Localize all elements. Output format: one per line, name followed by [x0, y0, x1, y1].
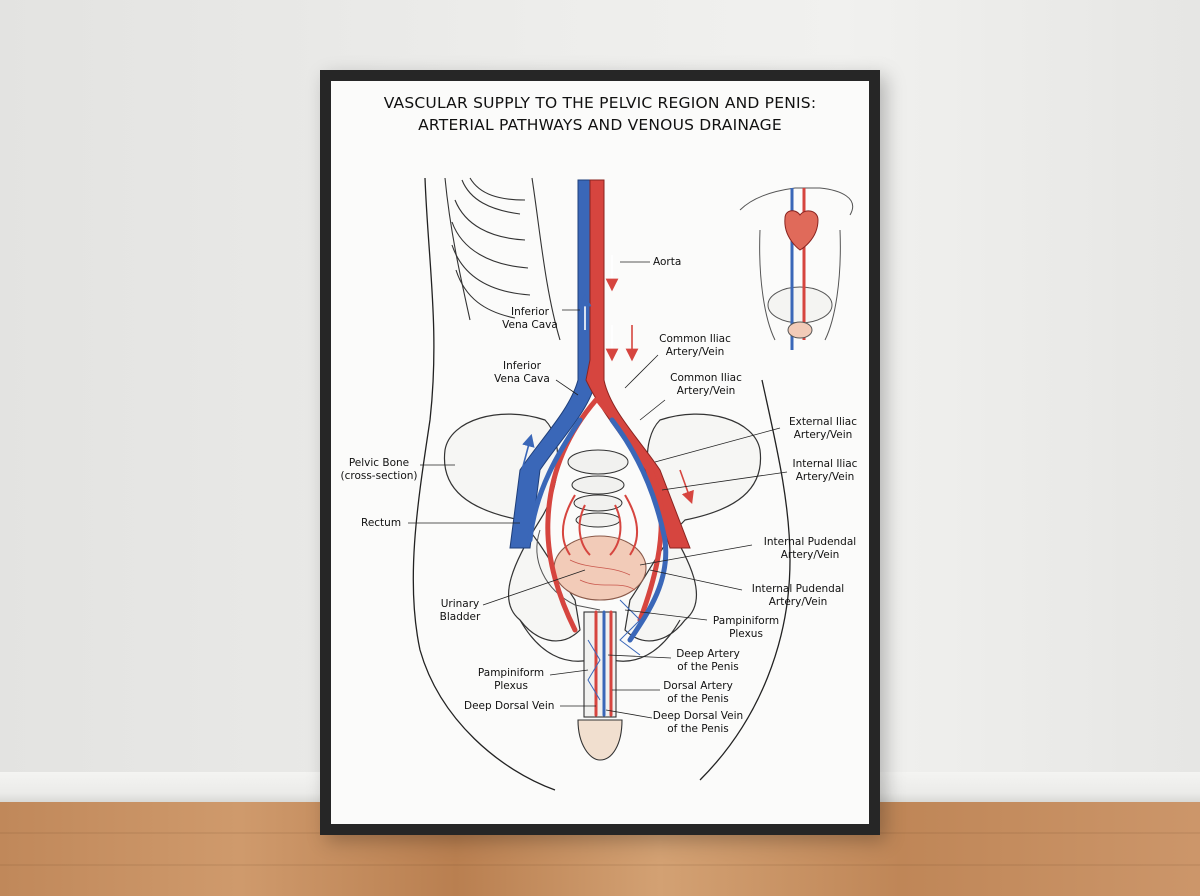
pampiniform-plexus-mesh — [587, 599, 641, 701]
pelvic-branches — [562, 494, 638, 556]
label-deep-artery: Deep Artery of the Penis — [676, 648, 740, 673]
label-external-iliac: External Iliac Artery/Vein — [788, 416, 858, 441]
label-common-iliac-lower: Common Iliac Artery/Vein — [670, 372, 742, 397]
label-pampiniform-plexus-left: Pampiniform Plexus — [477, 667, 545, 692]
torso-outline — [412, 177, 791, 791]
label-aorta: Aorta — [653, 256, 682, 268]
poster-title: VASCULAR SUPPLY TO THE PELVIC REGION AND… — [331, 92, 869, 136]
ribcage — [444, 177, 561, 341]
label-inferior-vena-cava-upper: Inferior Vena Cava — [502, 306, 558, 331]
label-pelvic-bone: Pelvic Bone (cross-section) — [340, 457, 418, 482]
label-deep-dorsal-vein: Deep Dorsal Vein — [464, 700, 555, 712]
label-rectum: Rectum — [361, 517, 402, 529]
spine — [567, 449, 629, 528]
iliac-vessels — [527, 397, 669, 643]
label-deep-dorsal-vein-penis: Deep Dorsal Vein of the Penis — [652, 710, 744, 735]
inferior-vena-cava-trunk — [509, 179, 597, 549]
bladder-vessels — [569, 559, 636, 591]
label-dorsal-artery: Dorsal Artery of the Penis — [663, 680, 733, 705]
label-internal-iliac: Internal Iliac Artery/Vein — [792, 458, 858, 483]
leader-lines — [408, 261, 788, 719]
flow-arrows — [521, 255, 694, 505]
label-internal-pudendal-upper: Internal Pudendal Artery/Vein — [763, 536, 857, 561]
label-internal-pudendal-lower: Internal Pudendal Artery/Vein — [751, 583, 845, 608]
label-pampiniform-plexus-right: Pampiniform Plexus — [712, 615, 780, 640]
rectum — [536, 529, 601, 611]
label-common-iliac-upper: Common Iliac Artery/Vein — [659, 333, 731, 358]
label-urinary-bladder: Urinary Bladder — [439, 598, 481, 623]
urinary-bladder-shape — [553, 535, 647, 601]
penile-vessels — [594, 610, 613, 717]
poster-title-line-2: ARTERIAL PATHWAYS AND VENOUS DRAINAGE — [418, 116, 782, 134]
inset-body-figure — [739, 187, 853, 350]
penis-shaft — [577, 611, 623, 761]
label-inferior-vena-cava-lower: Inferior Vena Cava — [494, 360, 550, 385]
poster-title-line-1: VASCULAR SUPPLY TO THE PELVIC REGION AND… — [383, 94, 817, 112]
